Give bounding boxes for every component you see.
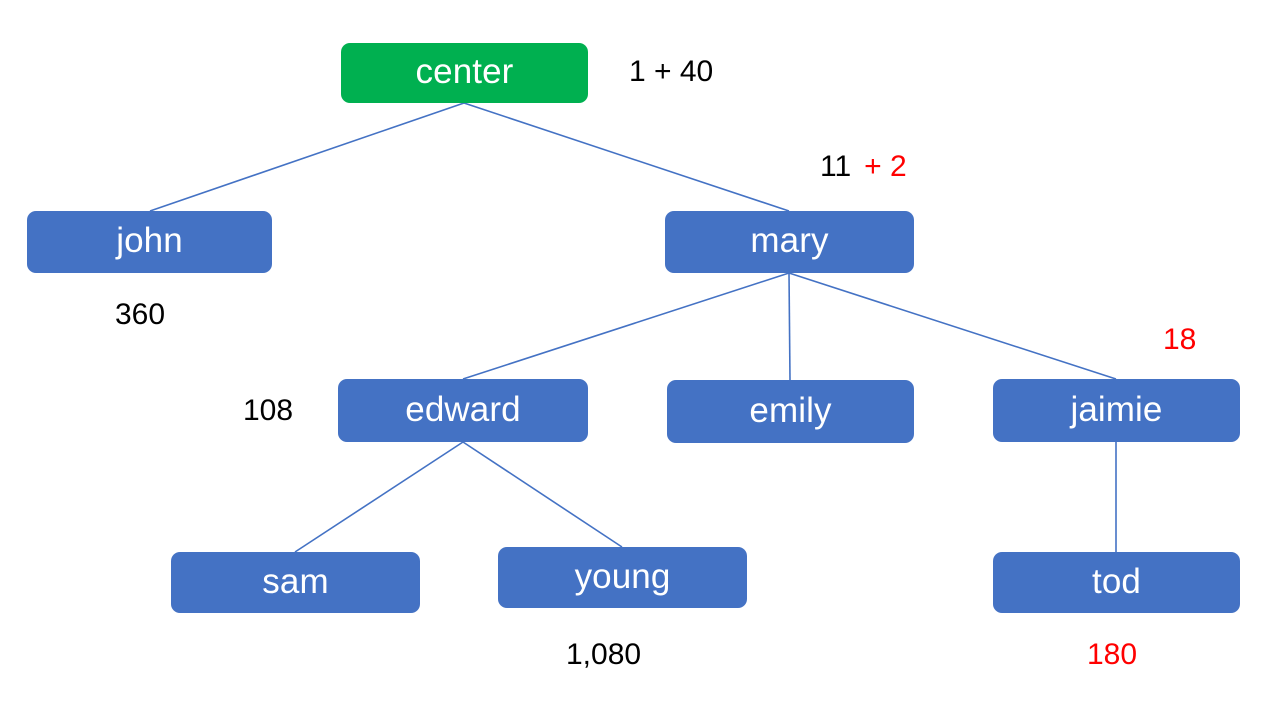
node-emily-label: emily <box>749 390 832 430</box>
node-mary[interactable]: mary <box>665 211 914 273</box>
node-young-label: young <box>574 556 671 596</box>
node-john[interactable]: john <box>27 211 272 273</box>
node-jaimie[interactable]: jaimie <box>993 379 1240 442</box>
annotation-john: 360 <box>115 298 166 331</box>
annotation-mary: 11 + 2 <box>820 152 907 182</box>
edge-edward-sam <box>294 441 464 553</box>
node-center-label: center <box>415 52 514 91</box>
node-tod-label: tod <box>1092 561 1141 601</box>
edge-center-john <box>149 102 465 212</box>
node-sam[interactable]: sam <box>171 552 420 613</box>
node-emily[interactable]: emily <box>667 380 914 443</box>
annotation-jaimie: 18 <box>1163 323 1197 356</box>
node-jaimie-label: jaimie <box>1070 389 1163 429</box>
edge-edward-young <box>462 441 623 548</box>
node-center[interactable]: center <box>341 43 588 103</box>
node-mary-label: mary <box>750 221 829 260</box>
node-edward-label: edward <box>405 389 521 429</box>
node-young[interactable]: young <box>498 547 747 608</box>
annotation-tod: 180 <box>1087 638 1138 671</box>
node-john-label: john <box>116 221 183 260</box>
node-edward[interactable]: edward <box>338 379 588 442</box>
node-tod[interactable]: tod <box>993 552 1240 613</box>
edge-mary-emily <box>788 272 791 381</box>
annotation-young: 1,080 <box>566 638 642 671</box>
edge-mary-edward <box>462 272 790 380</box>
edge-mary-jaimie <box>788 272 1117 380</box>
annotation-mary-delta: + 2 <box>864 150 907 183</box>
annotation-mary-base: 11 <box>820 150 852 183</box>
annotation-center: 1 + 40 <box>629 55 714 88</box>
edge-center-mary <box>463 102 790 212</box>
annotation-edward: 108 <box>243 394 294 427</box>
node-sam-label: sam <box>262 561 329 601</box>
